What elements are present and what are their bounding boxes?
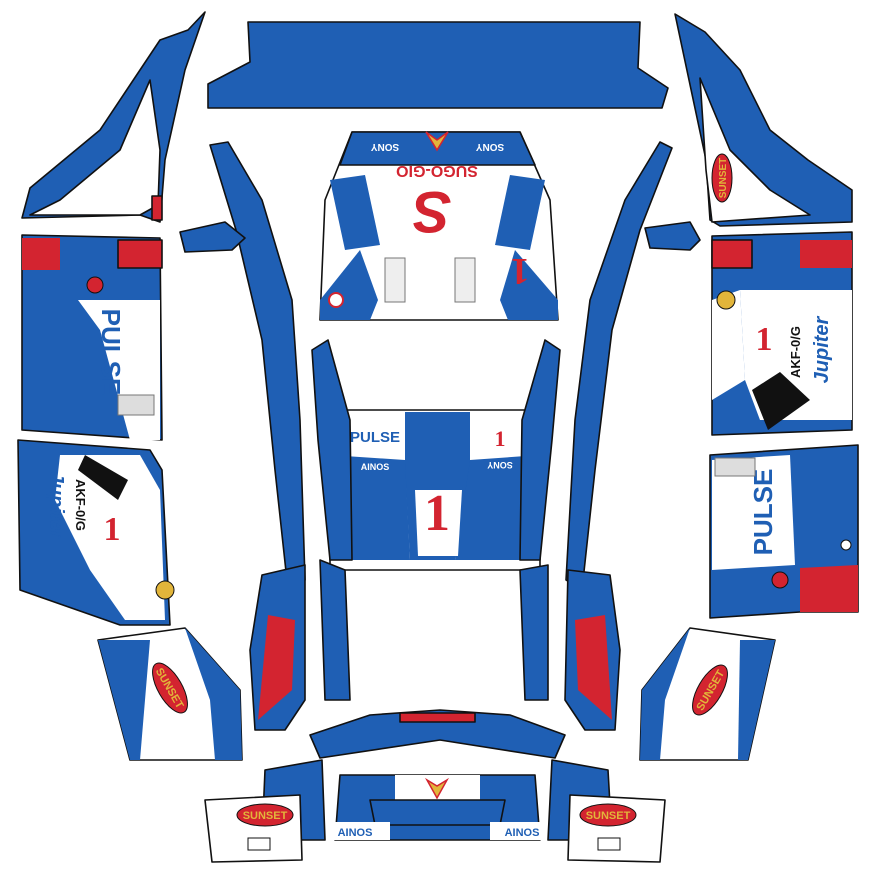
hood-vent-left [384,257,406,303]
left-front-vent [117,394,155,416]
roof-panel: PULSE 1 AINOS SONY 1 [329,409,541,571]
roof-left-rail [319,559,351,701]
right-pillar-sunset-logo: SUNSET [711,153,733,203]
bumper-right: SUNSET [547,759,666,863]
bumper-center-right-label: AINOS [505,827,540,839]
right-door-small-icon [840,539,852,551]
left-front-panel: PULSE [21,234,163,441]
left-door-number: 1 [104,511,121,548]
bumper-right-plate-icon [597,837,621,851]
right-door-badge-icon [771,571,789,589]
right-front-number: 1 [756,321,773,358]
roof-left-strip [311,339,353,561]
right-rear-quarter [564,569,621,731]
hood-small-left: SONY [371,141,400,152]
right-door-sponsor: PULSE [748,469,778,556]
right-front-sponsor: Jupiter [811,315,833,383]
bumper-left-plate-icon [247,837,271,851]
right-front-logo-icon [716,290,736,310]
hood-letter: S [412,179,451,244]
bumper-right-sunset-logo: SUNSET [579,803,637,827]
top-windshield-strip [207,21,669,109]
right-front-model: AKF-0/G [788,326,803,378]
bumper-center-left-label: AINOS [338,827,373,839]
hood-panel: SONY SONY SUGO-GIO S 1 [319,131,559,321]
right-front-swoosh [752,372,810,430]
left-quarter-window [179,221,246,253]
right-front-panel: 1 AKF-0/G Jupiter [711,231,853,436]
left-door-logo-icon [155,580,175,600]
left-window-curve [209,141,306,591]
hood-badge-icon [328,292,344,308]
roof-right-rail [519,564,549,701]
left-rear-panel: SUNSET [97,627,243,761]
left-door-swoosh [78,455,128,500]
left-door-sponsor: Jupiter [45,472,67,540]
roof-right-strip [519,339,561,561]
bumper-center: AINOS AINOS [330,774,545,841]
roof-big-number: 1 [424,485,450,542]
bumper-emblem-icon [424,777,450,800]
right-quarter-window [644,221,701,251]
bumper-left-sunset-logo: SUNSET [236,803,294,827]
svg-text:SUNSET: SUNSET [586,810,631,822]
left-door-panel: Jupiter AKF-0/G 1 [17,439,175,626]
hood-vent-right [454,257,476,303]
right-rear-panel: SUNSET [639,627,776,761]
hood-small-right: SONY [476,141,505,152]
right-window-curve [565,141,673,591]
left-front-sponsor: PULSE [96,309,126,396]
roof-sponsor: PULSE [350,429,400,446]
roof-small-left: AINOS [361,462,390,472]
right-door-panel: PULSE [709,444,859,619]
hood-sponsor: SUGO-GIO [396,162,478,179]
hood-number: 1 [511,250,530,292]
hood-emblem-icon [425,131,449,152]
left-pillar-white [29,79,161,216]
roof-small-right: SONY [487,460,513,470]
svg-text:SUNSET: SUNSET [718,158,729,199]
right-door-vent [714,457,756,477]
bumper-left: SUNSET [204,759,326,863]
svg-text:SUNSET: SUNSET [243,810,288,822]
rear-window-red-bar [399,712,476,723]
left-door-model: AKF-0/G [73,479,88,531]
left-upper-red-tip [151,195,163,221]
left-rear-quarter [249,564,306,731]
left-front-badge-icon [86,276,104,294]
right-rear-sunset-logo: SUNSET [692,664,728,716]
rear-window-strip [309,709,566,759]
roof-number: 1 [495,426,506,451]
